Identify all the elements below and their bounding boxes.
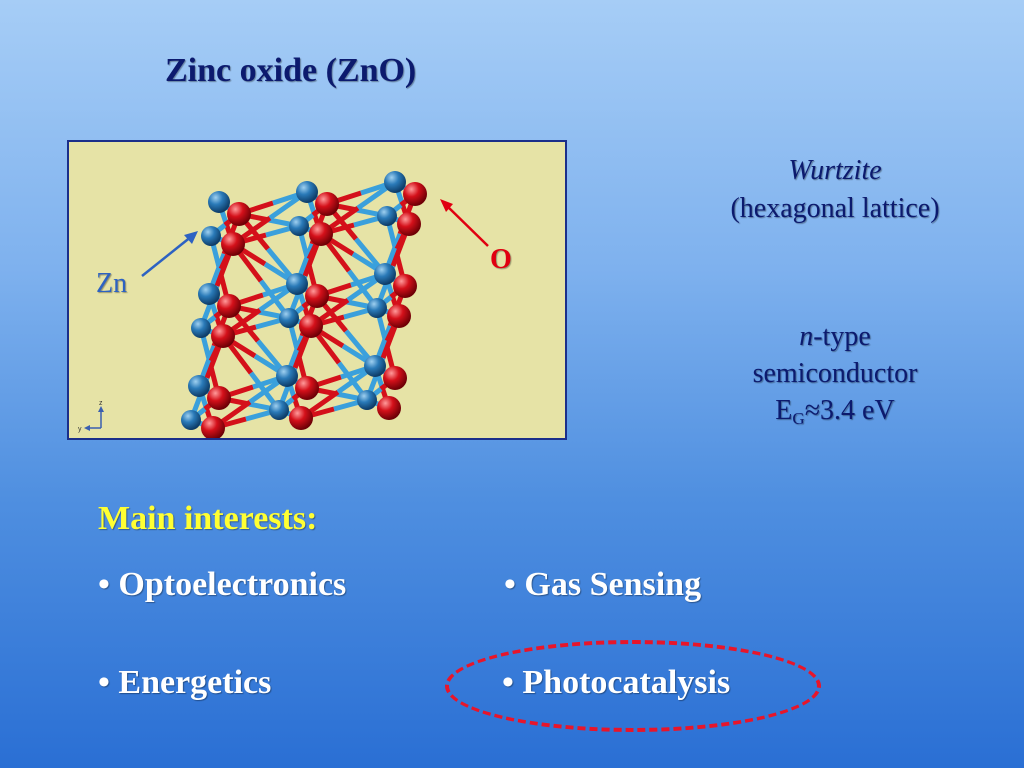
slide-title: Zinc oxide (ZnO) xyxy=(165,52,417,89)
zinc-atom xyxy=(201,226,221,246)
zinc-label: Zn xyxy=(96,268,128,299)
zinc-atom xyxy=(279,308,299,328)
oxygen-atom xyxy=(315,192,339,216)
zinc-atom xyxy=(367,298,387,318)
oxygen-atom xyxy=(393,274,417,298)
zinc-atom xyxy=(188,375,210,397)
zinc-atom xyxy=(384,171,406,193)
lattice-atoms xyxy=(181,171,427,438)
oxygen-atom xyxy=(227,202,251,226)
oxygen-atom xyxy=(207,386,231,410)
zinc-atom xyxy=(198,283,220,305)
n-letter: n xyxy=(799,321,814,352)
axis-z-label: z xyxy=(99,400,103,407)
interest-energetics: • Energetics xyxy=(98,664,272,701)
zinc-atom xyxy=(208,191,230,213)
eg-symbol: E xyxy=(775,395,793,426)
zinc-atom xyxy=(296,181,318,203)
oxygen-atom xyxy=(403,182,427,206)
photocatalysis-highlight-ellipse xyxy=(445,640,821,732)
oxygen-atom xyxy=(211,324,235,348)
zinc-atom xyxy=(357,390,377,410)
interest-optoelectronics: • Optoelectronics xyxy=(98,566,347,603)
wurtzite-name: Wurtzite xyxy=(788,155,882,186)
semiconductor-description: n-type semiconductor EG≈3.4 eV xyxy=(690,318,980,437)
zinc-atom xyxy=(269,400,289,420)
oxygen-atom xyxy=(217,294,241,318)
semiconductor-type-line: n-type xyxy=(690,318,980,355)
wurtzite-description: Wurtzite (hexagonal lattice) xyxy=(690,152,980,228)
oxygen-atom xyxy=(397,212,421,236)
eg-value: ≈3.4 eV xyxy=(804,395,895,426)
zinc-atom xyxy=(374,263,396,285)
type-suffix: -type xyxy=(813,321,871,352)
oxygen-atom xyxy=(309,222,333,246)
oxygen-atom xyxy=(295,376,319,400)
zinc-atom xyxy=(364,355,386,377)
zinc-atom xyxy=(377,206,397,226)
band-gap-line: EG≈3.4 eV xyxy=(690,392,980,437)
main-interests-heading: Main interests: xyxy=(98,500,318,537)
zinc-atom xyxy=(289,216,309,236)
crystal-structure-image: z y xyxy=(67,140,567,440)
zinc-atom xyxy=(286,273,308,295)
oxygen-atom xyxy=(221,232,245,256)
interest-photocatalysis: • Photocatalysis xyxy=(502,664,731,701)
oxygen-atom xyxy=(299,314,323,338)
oxygen-atom xyxy=(289,406,313,430)
oxygen-atom xyxy=(377,396,401,420)
zinc-atom xyxy=(181,410,201,430)
oxygen-label: O xyxy=(490,244,512,275)
oxygen-atom xyxy=(305,284,329,308)
zinc-atom xyxy=(191,318,211,338)
wurtzite-lattice-figure: z y xyxy=(78,171,427,438)
interest-gas-sensing: • Gas Sensing xyxy=(504,566,702,603)
semiconductor-word: semiconductor xyxy=(752,358,918,389)
eg-subscript: G xyxy=(792,409,805,428)
oxygen-atom xyxy=(201,416,225,438)
oxygen-atom xyxy=(383,366,407,390)
zinc-atom xyxy=(276,365,298,387)
axis-indicator: z y xyxy=(78,400,104,433)
oxygen-atom xyxy=(387,304,411,328)
axis-y-label: y xyxy=(78,426,82,433)
lattice-type: (hexagonal lattice) xyxy=(730,193,940,224)
